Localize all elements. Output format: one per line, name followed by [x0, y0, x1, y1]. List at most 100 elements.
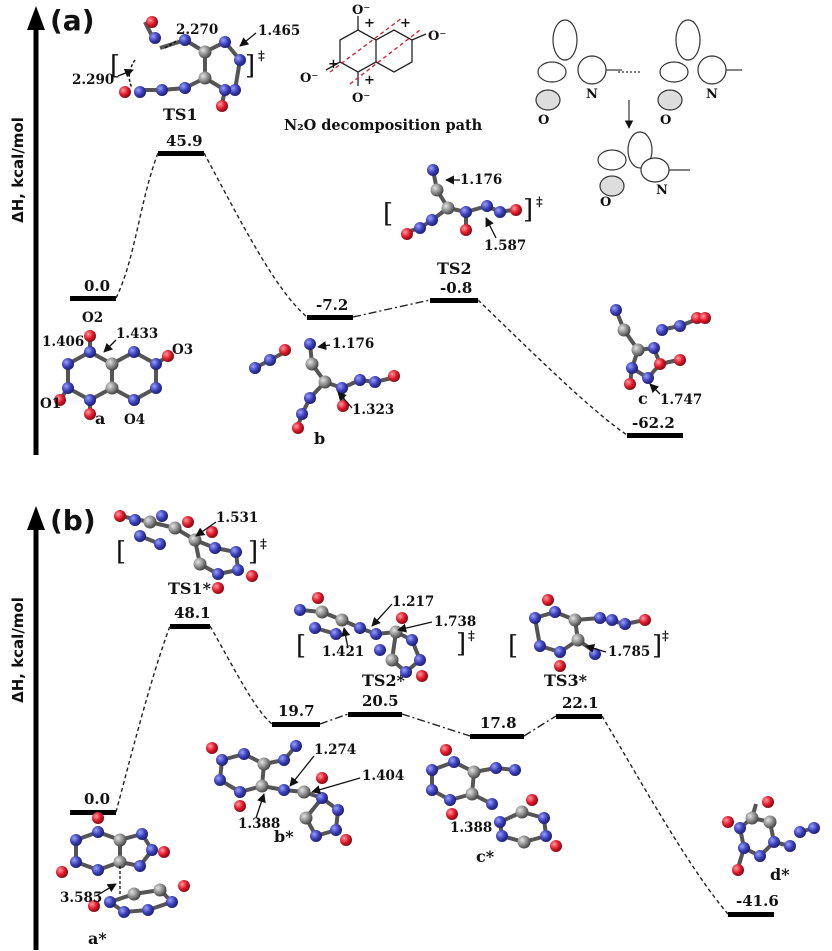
- b-star-distance-1: 1.274: [314, 742, 356, 758]
- ts-mark-ts2: ‡: [536, 195, 543, 210]
- svg-text:[: [: [296, 631, 306, 661]
- state-label-b: b: [314, 429, 325, 448]
- svg-text:+: +: [328, 57, 339, 72]
- level-c: [627, 433, 683, 438]
- ts-mark-ts1: ‡: [258, 49, 265, 64]
- atom-label-o3: O3: [172, 342, 193, 358]
- b-star-distance-2: 1.404: [362, 768, 404, 784]
- state-label-c-star: c*: [476, 847, 495, 866]
- panel-a-axis-label: ΔH, kcal/mol: [9, 117, 27, 223]
- energy-label-a-star: 0.0: [84, 790, 110, 808]
- energy-label-b-star: 19.7: [278, 702, 315, 720]
- svg-text:O: O: [538, 113, 549, 128]
- level-d-star: [728, 912, 774, 917]
- svg-text:+: +: [364, 73, 375, 88]
- ts1-distance-2: 1.465: [258, 23, 300, 39]
- state-label-a: a: [95, 409, 105, 428]
- svg-text:O⁻: O⁻: [300, 71, 318, 86]
- state-label-ts2-star: TS2*: [362, 671, 406, 690]
- ts1-distance-3: 2.290: [72, 72, 114, 88]
- atom-label-o1: O1: [40, 396, 61, 412]
- level-ts2-star: [348, 712, 402, 717]
- panel-b-connectors: [115, 625, 729, 915]
- panel-a-connectors: [115, 152, 628, 436]
- a-distance-2: 1.433: [116, 326, 158, 342]
- svg-text:]: ]: [456, 629, 466, 659]
- level-a-star: [70, 810, 116, 815]
- ts3-star-distance: 1.785: [608, 644, 650, 660]
- resonance-scheme: [535, 19, 742, 197]
- molecule-c: 1.747: [610, 304, 711, 408]
- energy-label-b: -7.2: [316, 296, 348, 314]
- energy-label-ts3-star: 22.1: [562, 694, 599, 712]
- ts-mark-ts3-star: ‡: [662, 629, 669, 644]
- ts2-star-distance-3: 1.421: [322, 644, 364, 660]
- svg-text:O⁻: O⁻: [352, 3, 370, 18]
- svg-text:O⁻: O⁻: [352, 91, 370, 106]
- panel-b: (b) ΔH, kcal/mol 0.0 48.1 19.7 20.5 17.8…: [9, 504, 820, 950]
- energy-label-d-star: -41.6: [736, 892, 779, 910]
- a-distance-1: 1.406: [42, 334, 84, 350]
- n2o-decomposition-scheme: O⁻ + O⁻ + O⁻ + O⁻ + N₂O decomposition pa…: [284, 3, 483, 134]
- svg-text:[: [: [110, 51, 120, 81]
- svg-text:N: N: [586, 87, 598, 102]
- state-label-c: c: [638, 389, 648, 408]
- ts1-distance-1: 2.270: [176, 22, 218, 38]
- svg-text:+: +: [400, 16, 411, 31]
- c-distance: 1.747: [660, 392, 702, 408]
- panel-a-levels: [70, 151, 683, 438]
- svg-text:+: +: [364, 16, 375, 31]
- energy-label-c-star: 17.8: [480, 714, 517, 732]
- energy-label-c: -62.2: [632, 414, 675, 432]
- svg-text:]: ]: [523, 195, 533, 225]
- molecule-ts2: [ ] ‡ 1.176 1.587: [383, 164, 543, 254]
- panel-b-axis-arrowhead: [27, 506, 45, 530]
- molecule-ts3-star: [ ] ‡ 1.785: [508, 594, 669, 672]
- molecule-ts1-star: [ ] ‡ 1.531: [114, 510, 267, 594]
- panel-a-tag: (a): [50, 4, 95, 37]
- energy-label-ts1-star: 48.1: [174, 604, 211, 622]
- molecule-a-star: 3.585: [56, 812, 190, 918]
- level-ts3-star: [556, 714, 602, 719]
- atom-label-o4: O4: [124, 412, 145, 428]
- molecule-a: 1.406 1.433 O2 O3 O1 O4: [40, 310, 193, 428]
- ts1-star-distance: 1.531: [216, 510, 258, 526]
- svg-text:O: O: [600, 195, 611, 210]
- energy-label-ts1: 45.9: [166, 132, 203, 150]
- svg-text:O⁻: O⁻: [428, 29, 446, 44]
- molecule-ts1: [ ] ‡ 2.270 1.465 2.290: [72, 16, 300, 112]
- c-star-distance: 1.388: [450, 820, 492, 836]
- state-label-ts2: TS2: [437, 259, 472, 278]
- ts2-star-distance-2: 1.738: [434, 614, 476, 630]
- atom-label-o2: O2: [82, 310, 103, 326]
- svg-text:]: ]: [248, 537, 258, 567]
- level-ts1: [158, 151, 204, 156]
- molecule-d-star: [722, 796, 820, 876]
- ts2-star-distance-1: 1.217: [392, 594, 434, 610]
- svg-text:]: ]: [245, 51, 255, 81]
- panel-b-levels: [70, 624, 774, 917]
- panel-b-axis-label: ΔH, kcal/mol: [9, 597, 27, 703]
- a-star-distance: 3.585: [60, 890, 102, 906]
- molecule-b: 1.176 1.323: [249, 336, 400, 434]
- panel-b-tag: (b): [50, 504, 96, 537]
- ts2-distance-1: 1.176: [460, 172, 502, 188]
- svg-text:O: O: [660, 113, 671, 128]
- b-distance-1: 1.176: [332, 336, 374, 352]
- svg-text:N: N: [656, 183, 668, 198]
- molecule-b-star: 1.274 1.404 1.388: [206, 740, 404, 846]
- b-distance-2: 1.323: [352, 402, 394, 418]
- level-ts1-star: [170, 624, 210, 629]
- ts2-distance-2: 1.587: [484, 238, 526, 254]
- panel-a: (a) ΔH, kcal/mol 0.0 45.9 -7.2 -0.8 -62.…: [9, 3, 742, 455]
- state-label-ts1-star: TS1*: [168, 579, 212, 598]
- state-label-a-star: a*: [88, 929, 107, 948]
- ts-mark-ts2-star: ‡: [468, 629, 475, 644]
- panel-a-axis-arrowhead: [27, 6, 45, 30]
- energy-label-a: 0.0: [84, 277, 110, 295]
- svg-text:[: [: [116, 537, 126, 567]
- level-c-star: [470, 734, 524, 739]
- state-label-ts1: TS1: [163, 105, 198, 124]
- svg-text:N: N: [706, 87, 718, 102]
